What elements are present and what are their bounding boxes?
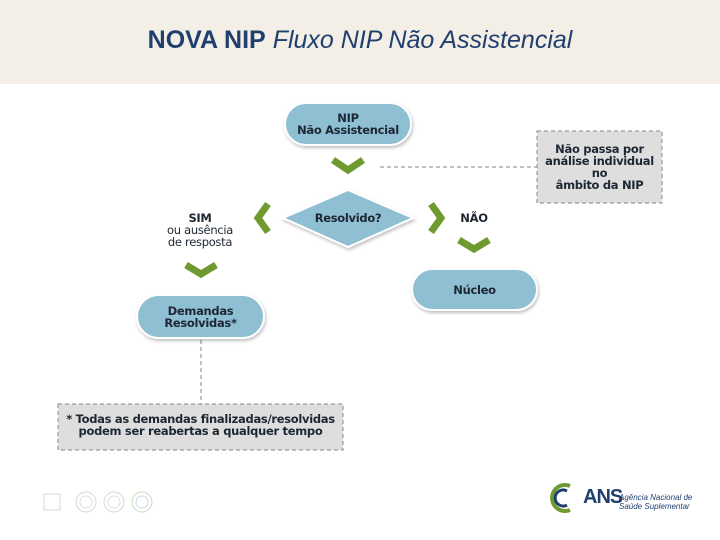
side-note-box [536,130,663,204]
footnote-text: * Todas as demandas finalizadas/resolvid… [66,412,335,438]
ans-logo-icon [550,483,571,513]
nucleo-label: Núcleo [453,283,496,297]
certification-seal-icon [43,491,153,513]
nucleo-node [411,268,538,311]
ans-logo-name: ANS [583,486,623,508]
start-node-label: NIP Não Assistencial [297,111,399,137]
footnote-box [57,403,344,451]
decision-diamond [280,188,416,249]
decision-label: Resolvido? [314,211,382,225]
side-note-text: Não passa por análise individual no âmbi… [545,142,654,192]
chevron-left-icon [253,201,271,235]
chevron-right-icon [428,201,446,235]
ans-logo-subtitle: Agência Nacional de Saúde Suplementar [619,493,693,511]
chevron-down-icon [457,236,491,254]
start-node [284,102,412,146]
resolved-label: Demandas Resolvidas* [164,304,237,330]
title-bold: NOVA NIP [147,26,266,54]
resolved-node [136,294,265,339]
yes-branch-label: SIM ou ausência de resposta [167,211,233,249]
page-title: NOVA NIP Fluxo NIP Não Assistencial [0,26,720,55]
no-branch-label: NÃO [460,211,488,225]
chevron-down-icon [331,157,365,175]
header-bar [0,0,720,84]
chevron-down-icon [184,261,218,279]
title-italic: Fluxo NIP Não Assistencial [272,26,573,54]
